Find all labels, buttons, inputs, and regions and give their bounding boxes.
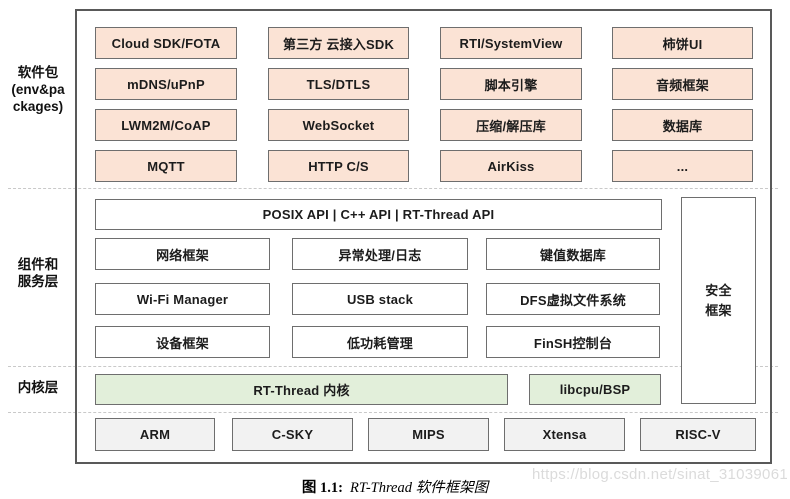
pkg-block-rti-systemview: RTI/SystemView bbox=[440, 27, 582, 59]
comp-block-network-framework: 网络框架 bbox=[95, 238, 270, 270]
pkg-block-persimmon-ui: 柿饼UI bbox=[612, 27, 753, 59]
kernel-block-rt-thread-core: RT-Thread 内核 bbox=[95, 374, 508, 405]
comp-block-low-power-mgmt: 低功耗管理 bbox=[292, 326, 468, 358]
kernel-block-libcpu-bsp: libcpu/BSP bbox=[529, 374, 661, 405]
csdn-watermark: https://blog.csdn.net/sinat_31039061 bbox=[532, 466, 788, 483]
pkg-block-script-engine: 脚本引擎 bbox=[440, 68, 582, 100]
pkg-block-mqtt: MQTT bbox=[95, 150, 237, 182]
pkg-block-cloud-access-sdk: 第三方 云接入SDK bbox=[268, 27, 409, 59]
cpu-block-risc-v: RISC-V bbox=[640, 418, 756, 451]
pkg-block-http-cs: HTTP C/S bbox=[268, 150, 409, 182]
pkg-block-compression-lib: 压缩/解压库 bbox=[440, 109, 582, 141]
layer-label-components-line2: 服务层 bbox=[17, 274, 59, 289]
pkg-block-audio-framework: 音频框架 bbox=[612, 68, 753, 100]
comp-block-usb-stack: USB stack bbox=[292, 283, 468, 315]
pkg-block-cloud-sdk-fota: Cloud SDK/FOTA bbox=[95, 27, 237, 59]
comp-block-exception-log: 异常处理/日志 bbox=[292, 238, 468, 270]
divider-components-kernel bbox=[8, 366, 778, 367]
layer-label-kernel: 内核层 bbox=[0, 379, 76, 396]
pkg-block-tls-dtls: TLS/DTLS bbox=[268, 68, 409, 100]
comp-block-dfs-filesystem: DFS虚拟文件系统 bbox=[486, 283, 660, 315]
cpu-block-xtensa: Xtensa bbox=[504, 418, 625, 451]
pkg-block-database: 数据库 bbox=[612, 109, 753, 141]
security-framework-line2: 框架 bbox=[705, 302, 732, 318]
comp-block-device-framework: 设备框架 bbox=[95, 326, 270, 358]
comp-block-finsh-console: FinSH控制台 bbox=[486, 326, 660, 358]
pkg-block-ellipsis: ... bbox=[612, 150, 753, 182]
pkg-block-airkiss: AirKiss bbox=[440, 150, 582, 182]
layer-label-packages: 软件包 (env&pa ckages) bbox=[0, 64, 76, 115]
layer-label-packages-line2: (env&pa bbox=[11, 82, 65, 97]
cpu-block-c-sky: C-SKY bbox=[232, 418, 353, 451]
pkg-block-lwm2m-coap: LWM2M/CoAP bbox=[95, 109, 237, 141]
pkg-block-mdns-upnp: mDNS/uPnP bbox=[95, 68, 237, 100]
cpu-block-arm: ARM bbox=[95, 418, 215, 451]
figure-caption: 图 1.1: RT-Thread 软件框架图 bbox=[0, 476, 790, 497]
divider-kernel-cpu bbox=[8, 412, 778, 413]
layer-label-packages-line3: ckages) bbox=[12, 99, 64, 114]
pkg-block-websocket: WebSocket bbox=[268, 109, 409, 141]
divider-packages-components bbox=[8, 188, 778, 189]
cpu-block-mips: MIPS bbox=[368, 418, 489, 451]
comp-block-kv-database: 键值数据库 bbox=[486, 238, 660, 270]
figure-caption-number: 图 1.1: bbox=[301, 480, 343, 496]
layer-label-kernel-line1: 内核层 bbox=[17, 380, 59, 395]
api-bar: POSIX API | C++ API | RT-Thread API bbox=[95, 199, 662, 230]
comp-block-wifi-manager: Wi-Fi Manager bbox=[95, 283, 270, 315]
layer-label-components: 组件和 服务层 bbox=[0, 256, 76, 290]
layer-label-components-line1: 组件和 bbox=[17, 257, 59, 272]
comp-block-security-framework: 安全 框架 bbox=[681, 197, 756, 404]
layer-label-packages-line1: 软件包 bbox=[17, 65, 59, 80]
figure-caption-title: RT-Thread 软件框架图 bbox=[349, 480, 489, 496]
security-framework-line1: 安全 bbox=[705, 282, 732, 298]
diagram-outer-frame bbox=[75, 9, 772, 464]
